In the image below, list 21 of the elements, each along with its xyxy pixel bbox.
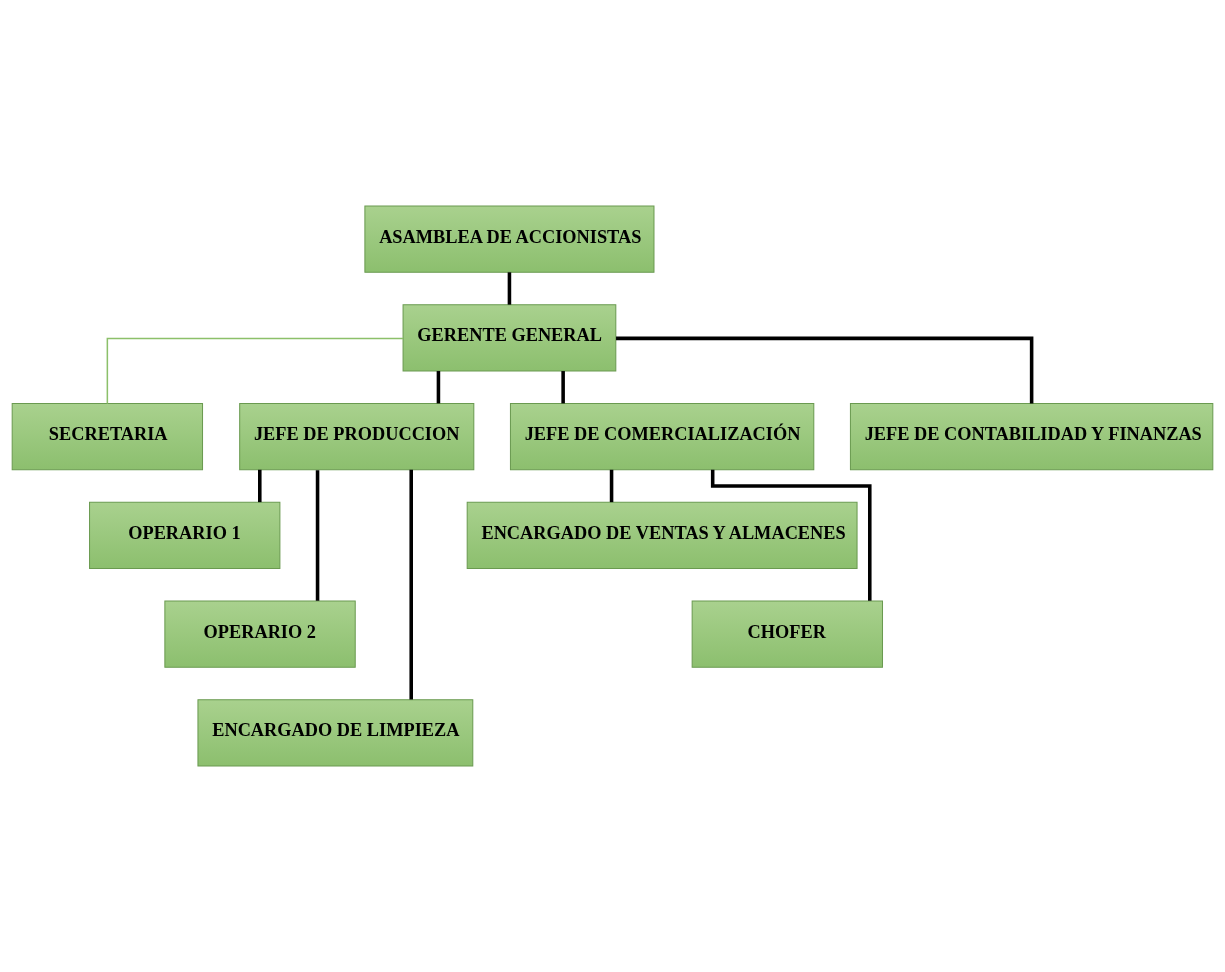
node-box: GERENTE GENERAL — [402, 304, 617, 372]
connector — [710, 469, 872, 601]
node-box: JEFE DE COMERCIALIZACIÓN — [509, 403, 815, 471]
connector — [436, 371, 441, 404]
connector — [315, 470, 320, 601]
connector — [616, 336, 1034, 404]
node-box: OPERARIO 1 — [89, 501, 281, 569]
node-box: JEFE DE PRODUCCION — [239, 403, 475, 471]
node-box: CHOFER — [691, 600, 883, 668]
connector — [561, 371, 565, 404]
connector — [507, 272, 512, 305]
node-box: ENCARGADO DE LIMPIEZA — [197, 699, 474, 767]
connector — [258, 469, 262, 503]
connector — [609, 469, 614, 503]
node-box: SECRETARIA — [11, 403, 204, 471]
node-box: JEFE DE CONTABILIDAD Y FINANZAS — [849, 403, 1214, 471]
node-box: ASAMBLEA DE ACCIONISTAS — [364, 205, 655, 273]
node-box: ENCARGADO DE VENTAS Y ALMACENES — [466, 501, 858, 569]
node-box: OPERARIO 2 — [164, 600, 356, 668]
connector — [409, 469, 413, 700]
connector — [106, 337, 404, 405]
